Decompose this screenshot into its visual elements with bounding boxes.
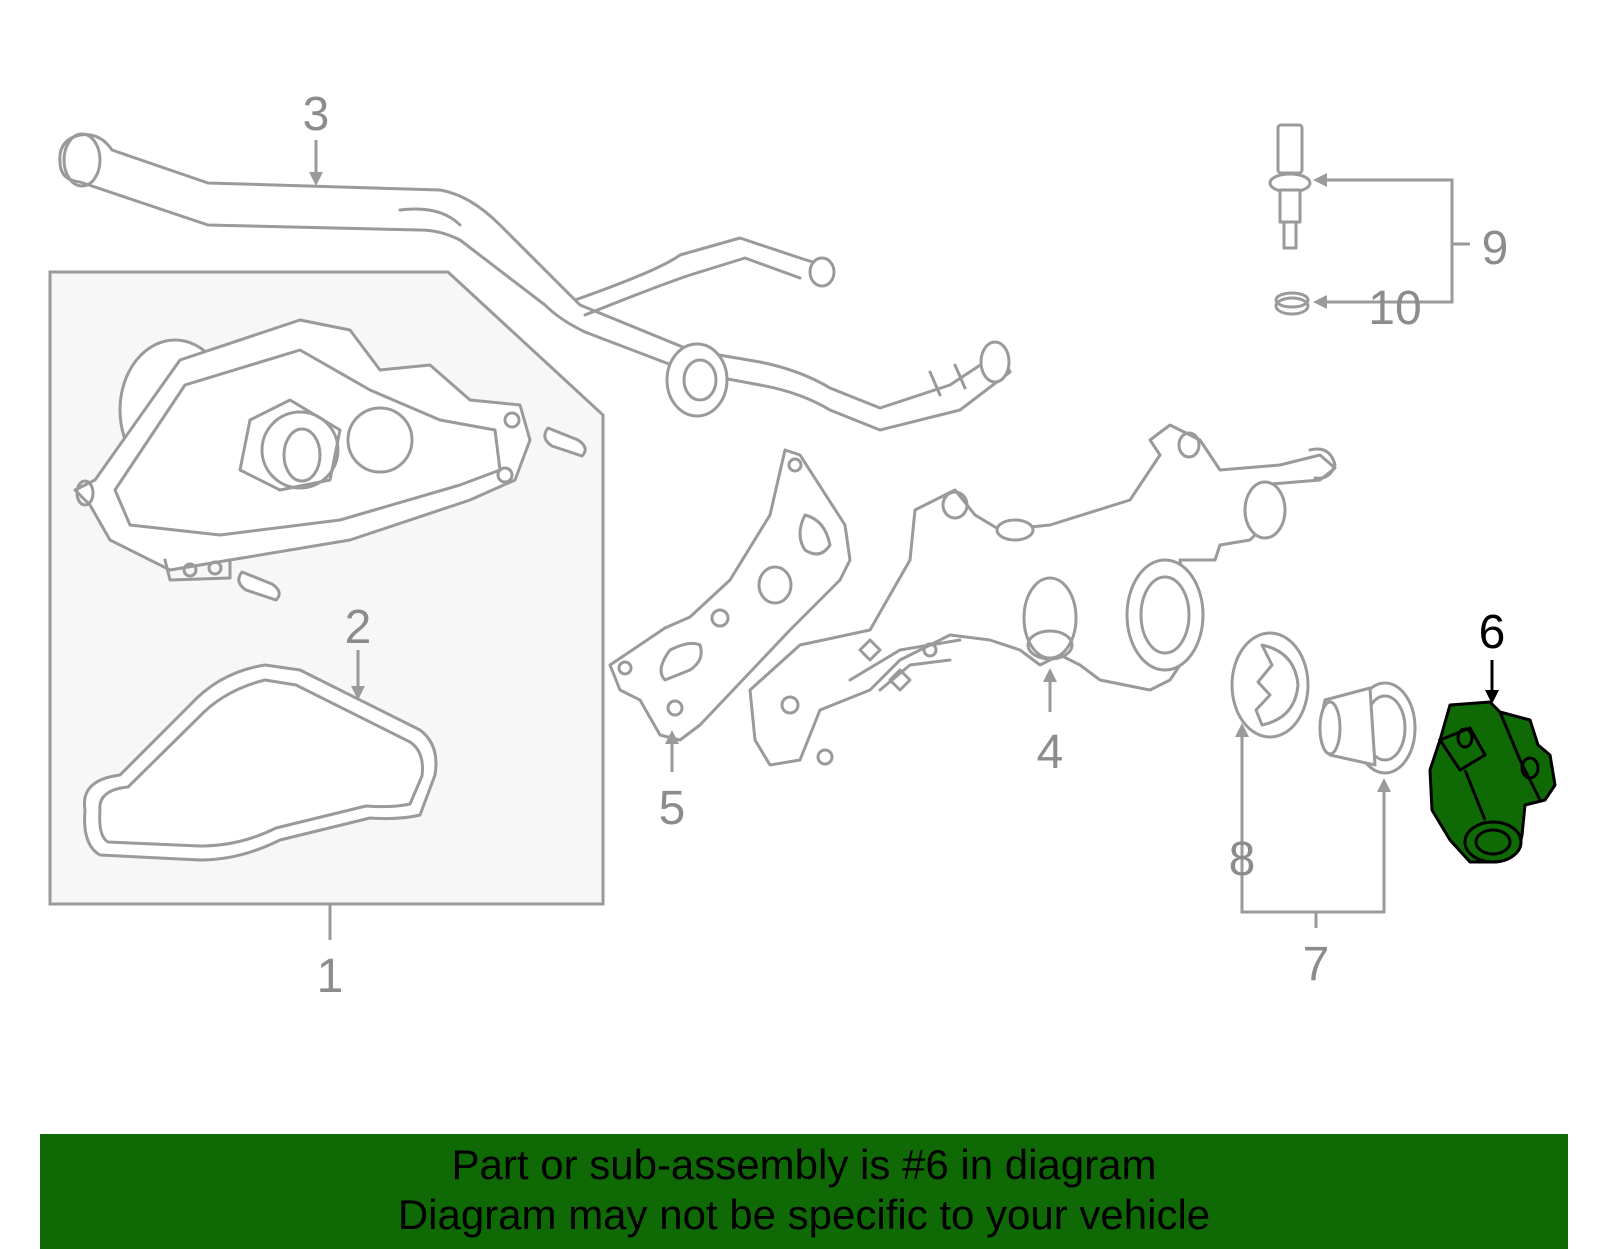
- callout-2: 2: [345, 601, 372, 654]
- part-4-coolant-housing: [748, 423, 1337, 767]
- callout-7: 7: [1303, 938, 1330, 991]
- leader-line-6: [1485, 660, 1499, 704]
- part-9-temp-sensor: [1268, 123, 1312, 250]
- part-5-gasket-plate: [608, 448, 852, 742]
- callout-10: 10: [1368, 282, 1421, 335]
- leader-lines: [309, 140, 1470, 940]
- part-3-water-pipe: [58, 132, 1012, 432]
- part-2-gasket: [82, 663, 438, 862]
- part-7-thermostat: [1318, 681, 1417, 775]
- callout-8: 8: [1229, 833, 1256, 886]
- part-6-thermostat-cover: [1428, 700, 1557, 864]
- part-8-seal: [1230, 631, 1310, 739]
- info-banner: Part or sub-assembly is #6 in diagram Di…: [40, 1134, 1568, 1249]
- callout-9: 9: [1482, 222, 1509, 275]
- callout-4: 4: [1037, 726, 1064, 779]
- banner-line-1: Part or sub-assembly is #6 in diagram: [451, 1141, 1157, 1188]
- callout-5: 5: [659, 782, 686, 835]
- callout-3: 3: [303, 88, 330, 141]
- banner-line-2: Diagram may not be specific to your vehi…: [397, 1191, 1211, 1238]
- part-10-o-ring: [1274, 291, 1310, 316]
- callout-1: 1: [317, 950, 344, 1003]
- callout-6: 6: [1479, 606, 1506, 659]
- part-1-water-pump-housing: [73, 318, 587, 602]
